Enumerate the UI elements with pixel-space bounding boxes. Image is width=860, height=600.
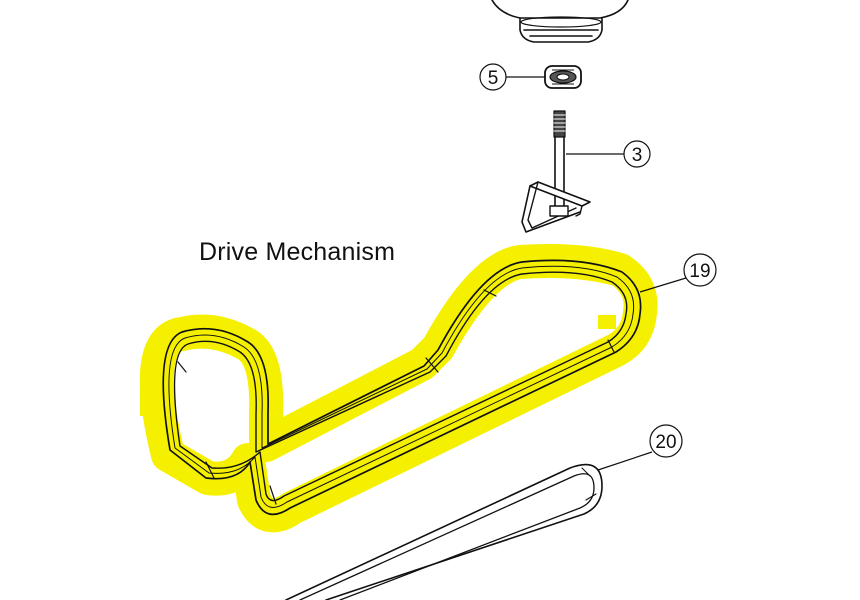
callout-20: 20 xyxy=(649,424,683,458)
belt-20-part xyxy=(285,463,603,600)
callout-leaders xyxy=(506,76,687,471)
callout-20-label: 20 xyxy=(655,432,676,453)
callout-5: 5 xyxy=(479,63,507,91)
belt-19-part xyxy=(162,259,642,516)
belt-19-highlight xyxy=(139,244,658,533)
shaft-bracket-part xyxy=(521,110,591,233)
callout-19-label: 19 xyxy=(689,261,710,282)
bearing-part xyxy=(544,65,582,89)
callout-3: 3 xyxy=(623,140,651,168)
diagram-title: Drive Mechanism xyxy=(199,238,396,266)
callout-5-label: 5 xyxy=(488,68,499,89)
callout-3-label: 3 xyxy=(632,145,643,166)
callout-19: 19 xyxy=(683,253,717,287)
pulley-part xyxy=(491,0,629,43)
